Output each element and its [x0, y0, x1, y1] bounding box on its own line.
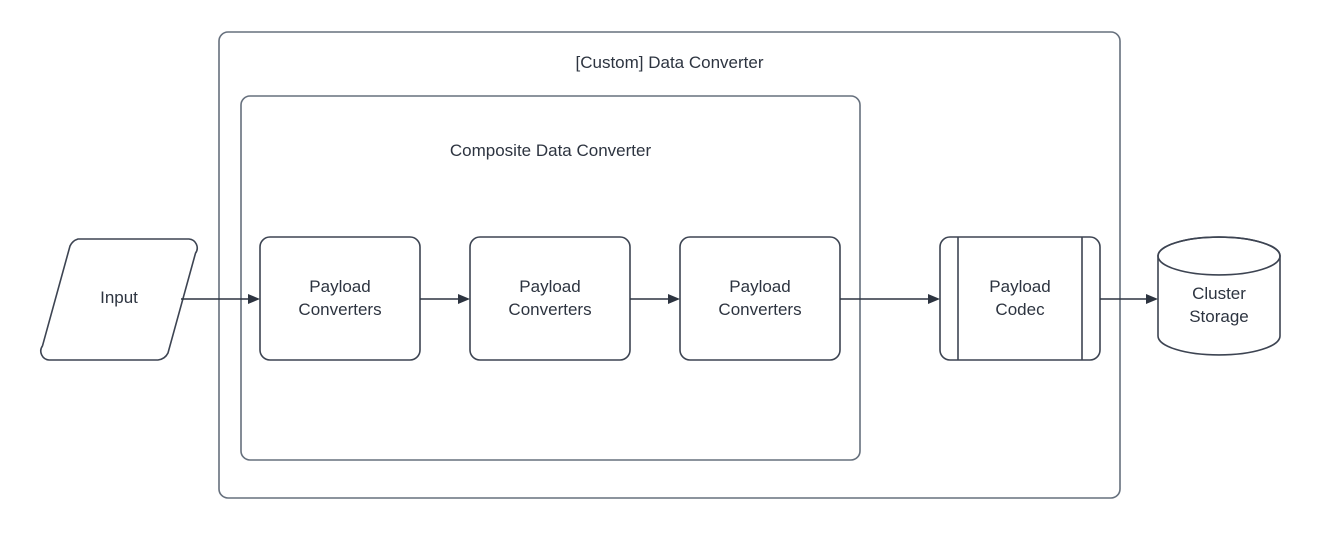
cluster-storage-top-ellipse [1157, 236, 1281, 276]
input-shape[interactable] [40, 238, 198, 361]
connector-payload-codec-to-cluster-storage [1100, 294, 1158, 304]
connector-payload-converters-3-to-payload-codec [840, 294, 940, 304]
connector-payload-converters-1-to-2 [420, 294, 470, 304]
connector-payload-converters-2-to-3 [630, 294, 680, 304]
payload-codec-shape[interactable] [939, 236, 1101, 361]
connector-input-to-payload-converters-1 [181, 294, 260, 304]
cluster-storage-shape[interactable] [1157, 236, 1281, 356]
payload-converters-2-shape[interactable] [469, 236, 631, 361]
payload-converters-1-shape[interactable] [259, 236, 421, 361]
payload-converters-3-shape[interactable] [679, 236, 841, 361]
